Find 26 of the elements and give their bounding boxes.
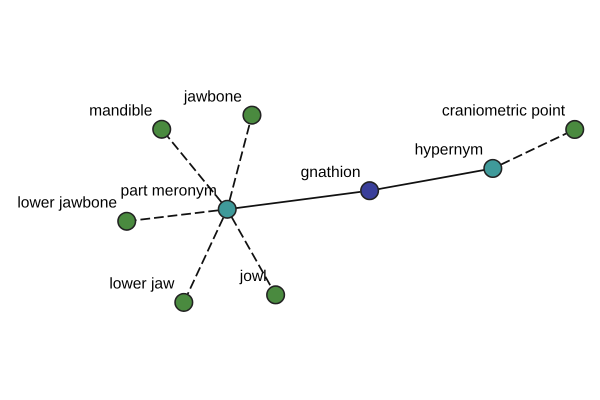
node-label: hypernym [414,142,484,159]
node-label: gnathion [300,164,361,181]
node-circle [266,285,286,304]
node-circle [174,292,194,312]
connector [500,132,566,166]
node-label: part meronym [120,182,217,200]
connector [230,216,272,288]
connector [236,191,360,209]
node-circle [117,212,136,231]
node-label: craniometric point [442,102,566,120]
node-label: lower jawbone [17,194,118,212]
node-circle [483,158,502,178]
node-circle [152,120,172,139]
node-label: lower jaw [109,276,174,293]
connector [186,218,224,294]
node-circle [242,106,262,125]
node-circle [218,200,237,219]
node-circle [565,120,584,140]
node-label: jawbone [184,88,242,106]
node-label: jowl [240,268,267,285]
node-circle [360,181,380,200]
connector [136,210,218,222]
connector [378,169,484,190]
connector [228,124,250,201]
connector [166,136,222,203]
node-label: mandible [89,102,152,120]
